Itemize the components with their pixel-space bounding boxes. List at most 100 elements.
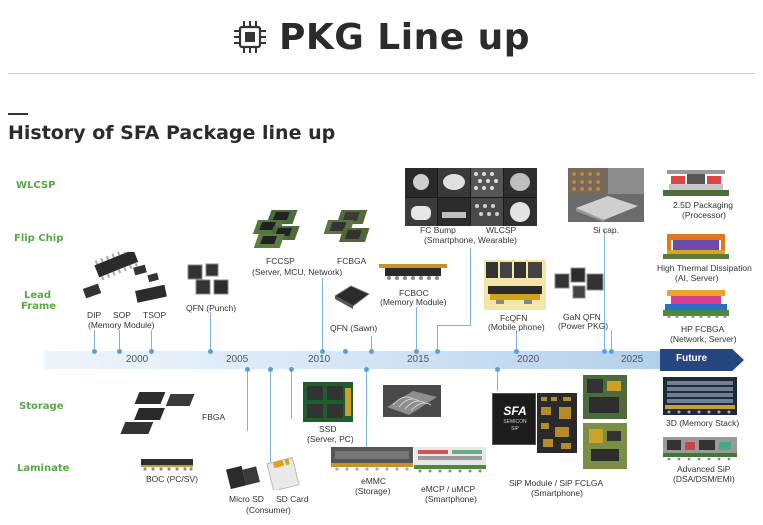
timeline-dot: [289, 367, 294, 372]
category-lead-frame-line2: Frame: [21, 301, 57, 312]
sfa-semicon-text: SEMICON: [503, 419, 527, 425]
qfn-sawn-image: [334, 285, 370, 309]
dip-label: DIP: [87, 310, 102, 320]
htd-sub-label: (AI, Server): [675, 273, 719, 283]
page-title: PKG Line up: [278, 16, 531, 58]
emcp-label: eMCP / uMCP: [421, 484, 476, 494]
timeline-dot: [117, 349, 122, 354]
htd-label: High Thermal Dissipation: [657, 263, 752, 273]
adv-sip-sub-label: (DSA/DSM/EMI): [673, 474, 735, 484]
year-2010: 2010: [308, 354, 331, 365]
sfa-logo-text: SFA: [503, 404, 527, 418]
sip-chip-image: SFA SEMICON SiP: [492, 393, 536, 445]
ssd-sub-label: (Server, PC): [307, 434, 354, 444]
section-title: History of SFA Package line up: [8, 122, 336, 144]
connector-micro-sd: [270, 369, 271, 469]
timeline-dot: [149, 349, 154, 354]
connector-sop: [119, 330, 120, 352]
connector-tsop: [151, 330, 152, 352]
hp-fcbga-image: [663, 290, 729, 318]
htd-image: [663, 234, 729, 259]
title-divider: [8, 73, 755, 74]
fcqfn-image: [484, 260, 546, 310]
future-arrow: [660, 349, 744, 371]
adv-sip-image: [663, 437, 737, 461]
emcp-image: [414, 447, 486, 473]
connector-fc-bump: [437, 325, 438, 352]
dip-sop-tsop-image: [82, 252, 167, 303]
gan-qfn-sub-label: (Power PKG): [558, 321, 609, 331]
micro-sd-label: Micro SD: [229, 494, 264, 504]
timeline-dot: [609, 349, 614, 354]
connector-dip: [94, 330, 95, 352]
fcboc-label: FCBOC: [399, 288, 429, 298]
boc-label: BOC (PC/SV): [146, 474, 198, 484]
fc-bump-photo-grid: [405, 168, 537, 226]
year-2025: 2025: [621, 354, 644, 365]
connector-fccsp: [322, 278, 323, 352]
category-storage: Storage: [19, 401, 64, 412]
memory-module-label: (Memory Module): [88, 320, 155, 330]
pkg-25d-sub-label: (Processor): [682, 210, 726, 220]
fc-bump-sub-label: (Smartphone, Wearable): [424, 235, 517, 245]
page-header: PKG Line up: [0, 12, 763, 62]
fcqfn-label: FcQFN: [500, 313, 528, 323]
sd-cards-image: [225, 456, 300, 490]
year-2020: 2020: [517, 354, 540, 365]
section-dash: [8, 113, 28, 115]
qfn-punch-image: [187, 263, 229, 295]
sip-module-image: [583, 375, 627, 469]
si-cap-image: [568, 168, 644, 222]
future-label: Future: [676, 353, 708, 364]
qfn-punch-label: QFN (Punch): [186, 303, 237, 313]
hp-fcbga-sub-label: (Network, Server): [670, 334, 737, 344]
gan-qfn-label: GaN QFN: [563, 312, 601, 322]
connector-ssd: [291, 369, 292, 419]
timeline-dot: [414, 349, 419, 354]
pkg-25d-label: 2.5D Packaging: [673, 200, 734, 210]
timeline-dot: [320, 349, 325, 354]
emmc-sub-label: (Storage): [355, 486, 391, 496]
fcboc-image: [379, 264, 447, 280]
emmc-label: eMMC: [361, 476, 387, 486]
timeline-dot: [92, 349, 97, 354]
year-2000: 2000: [126, 354, 149, 365]
fcbga-image: [323, 210, 370, 242]
timeline-dot: [268, 367, 273, 372]
wire-bond-image: [383, 385, 441, 417]
connector-fc-bump-up: [470, 248, 471, 326]
fcboc-sub-label: (Memory Module): [380, 297, 447, 307]
sip-board-image: [537, 393, 577, 453]
connector-si-cap: [604, 230, 605, 352]
fcqfn-sub-label: (Mobile phone): [488, 322, 545, 332]
connector-fbga: [247, 369, 248, 431]
year-2005: 2005: [226, 354, 249, 365]
timeline-dot: [495, 367, 500, 372]
ssd-image: [303, 382, 353, 422]
mem3d-image: [663, 377, 737, 415]
qfn-sawn-label: QFN (Sawn): [330, 323, 378, 333]
timeline-dot: [435, 349, 440, 354]
fbga-image: [120, 392, 195, 434]
tsop-label: TSOP: [143, 310, 167, 320]
category-wlcsp: WLCSP: [16, 180, 56, 191]
timeline-dot: [343, 349, 348, 354]
ssd-label: SSD: [319, 424, 337, 434]
si-cap-label: Si cap.: [593, 225, 619, 235]
connector-fcboc: [416, 307, 417, 352]
timeline-dot: [602, 349, 607, 354]
timeline-dot: [208, 349, 213, 354]
category-laminate: Laminate: [17, 463, 70, 474]
category-lead-frame-line1: Lead: [24, 290, 52, 301]
connector-fcqfn: [516, 330, 517, 352]
connector-emmc: [366, 369, 367, 449]
mem3d-label: 3D (Memory Stack): [666, 418, 740, 428]
emcp-sub-label: (Smartphone): [425, 494, 477, 504]
gan-qfn-image: [554, 267, 604, 299]
sip-label: SiP Module / SiP FCLGA: [509, 478, 604, 488]
wlcsp-item-label: WLCSP: [486, 225, 517, 235]
sop-label: SOP: [113, 310, 131, 320]
pkg-25d-image: [663, 170, 729, 196]
consumer-label: (Consumer): [246, 505, 291, 515]
adv-sip-label: Advanced SiP: [677, 464, 731, 474]
